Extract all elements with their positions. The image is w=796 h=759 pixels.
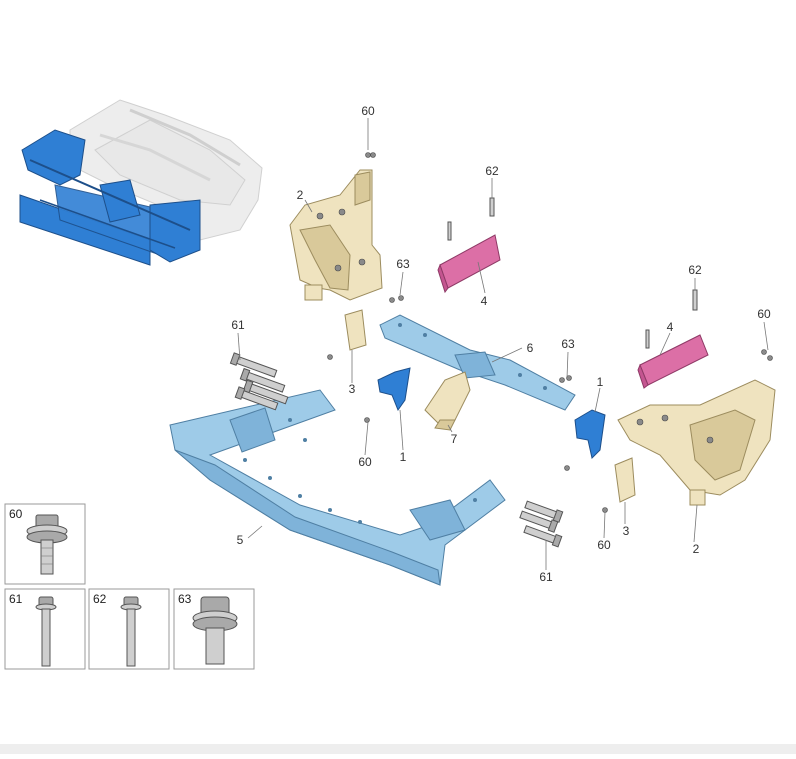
spacer-left: [437, 234, 501, 294]
post-left: [344, 309, 367, 351]
overview-thumbnail: [19, 99, 263, 266]
callout-62-mid: 62: [485, 164, 499, 178]
callout-60-left: 60: [358, 455, 372, 469]
bottom-bar: [0, 744, 796, 754]
legend-item-63: 63: [173, 588, 255, 670]
legend-item-61: 61: [4, 588, 86, 670]
spacer-right: [637, 334, 709, 389]
callout-60-bottom: 60: [597, 538, 611, 552]
right-bracket: [617, 379, 776, 506]
callout-2-left: 2: [297, 188, 304, 202]
legend-number-63: 63: [178, 592, 192, 606]
callout-1-right: 1: [597, 375, 604, 389]
callout-2-right: 2: [693, 542, 700, 556]
flange-nut-icon: [192, 596, 238, 665]
callout-61-left: 61: [231, 318, 245, 332]
callout-61-right: 61: [539, 570, 553, 584]
leader-lines: [237, 118, 769, 570]
callout-6: 6: [527, 341, 534, 355]
callouts: 60 2 62 63 4 61 3 6 63 1 60 7 62 4 60 1 …: [231, 104, 771, 584]
legend-item-60: 60: [4, 503, 86, 585]
callout-4-left: 4: [481, 294, 488, 308]
long-bolt-icon: [120, 596, 142, 667]
legend-number-61: 61: [9, 592, 23, 606]
small-bracket-left: [377, 367, 411, 412]
callout-3-left: 3: [349, 382, 356, 396]
legend-number-60: 60: [9, 507, 23, 521]
callout-63-left: 63: [396, 257, 410, 271]
callout-62-right: 62: [688, 263, 702, 277]
upper-cross-member: [379, 314, 576, 411]
callout-5: 5: [237, 533, 244, 547]
fastener-legend: 60 61 62: [4, 503, 255, 670]
legend-number-62: 62: [93, 592, 107, 606]
upper-left-bracket: [289, 169, 383, 301]
callout-60-right: 60: [757, 307, 771, 321]
center-bracket: [424, 371, 471, 431]
callout-3-right: 3: [623, 524, 630, 538]
callout-7: 7: [451, 432, 458, 446]
flange-bolt-icon: [26, 514, 68, 575]
callout-60-top: 60: [361, 104, 375, 118]
callout-63-right: 63: [561, 337, 575, 351]
long-bolt-icon: [35, 596, 57, 667]
legend-item-62: 62: [88, 588, 170, 670]
callout-4-right: 4: [667, 320, 674, 334]
callout-1-left: 1: [400, 450, 407, 464]
fasteners: [229, 152, 773, 548]
post-right: [614, 457, 636, 503]
small-bracket-right: [574, 409, 606, 459]
bumper-beam: [169, 389, 506, 586]
